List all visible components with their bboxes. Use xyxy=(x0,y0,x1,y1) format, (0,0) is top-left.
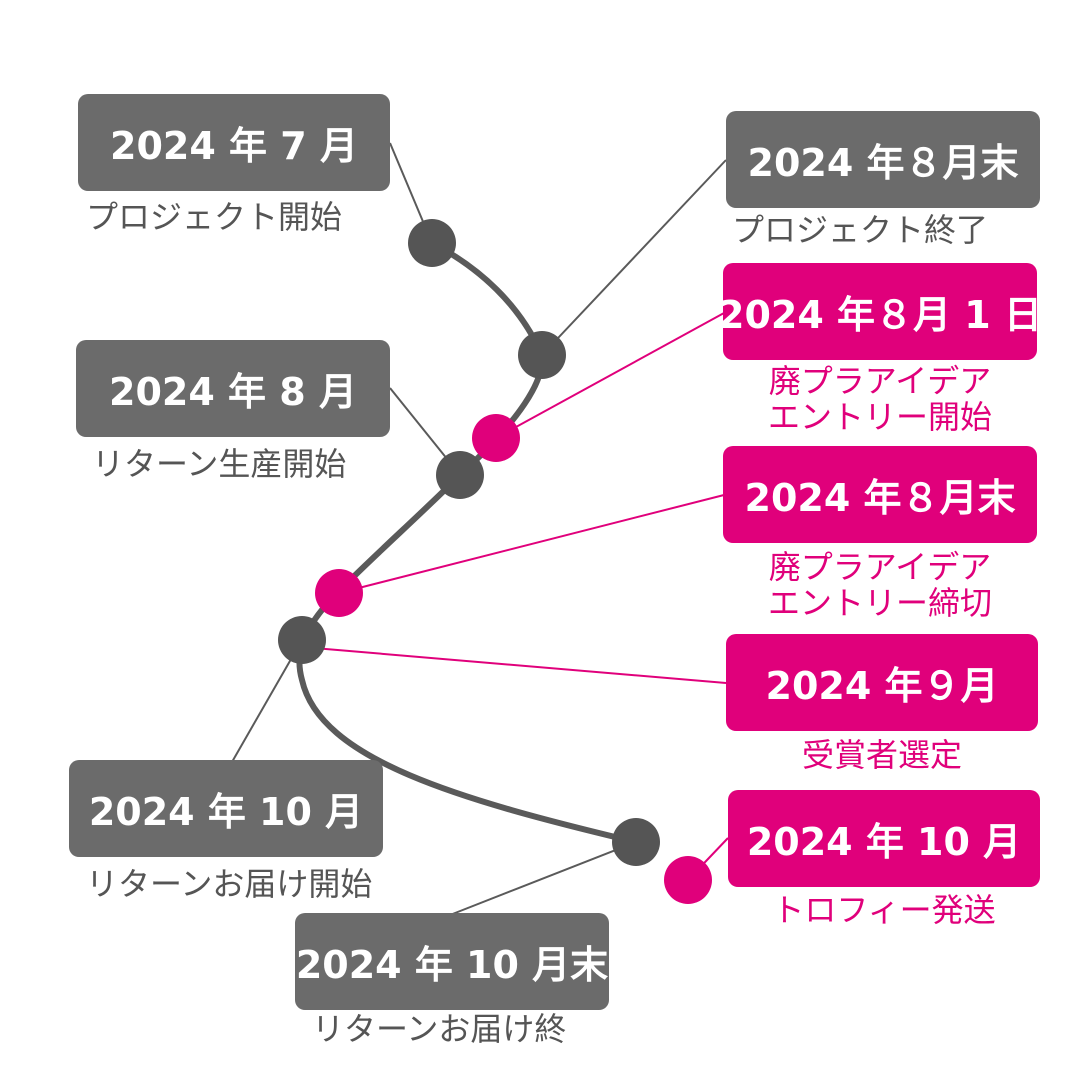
event-label-line: エントリー締切 xyxy=(767,583,992,622)
event-date-box: 2024 年 7 月 xyxy=(78,94,390,191)
event-label: リターンお届け開始 xyxy=(86,865,373,903)
event-date-box: 2024 年９月 xyxy=(726,634,1038,731)
milestone-dot xyxy=(436,451,484,499)
event-label: リターン生産開始 xyxy=(92,445,347,483)
event-label: 受賞者選定 xyxy=(726,736,1038,774)
event-label: プロジェクト開始 xyxy=(86,198,343,236)
connector-line xyxy=(338,494,725,594)
connector-line xyxy=(541,159,727,356)
milestone-dot xyxy=(472,414,520,462)
event-label: トロフィー発送 xyxy=(728,891,1040,929)
timeline-path xyxy=(296,240,639,845)
event-date-box: 2024 年 10 月 xyxy=(69,760,383,857)
event-label-line: 廃プラアイデア xyxy=(768,548,992,586)
milestone-dot xyxy=(612,818,660,866)
connector-line xyxy=(301,646,727,684)
event-label: 廃プラアイデア エントリー締切 xyxy=(723,548,1037,622)
event-label: リターンお届け終 xyxy=(312,1010,567,1048)
connector-line xyxy=(449,841,637,916)
event-date-box: 2024 年 10 月 xyxy=(728,790,1040,887)
event-date-box: 2024 年８月末 xyxy=(726,111,1040,208)
event-date-box: 2024 年８月末 xyxy=(723,446,1037,543)
milestone-dot xyxy=(408,219,456,267)
event-label-line: 廃プラアイデア xyxy=(768,362,992,400)
event-date-box: 2024 年８月 1 日 xyxy=(718,263,1042,360)
event-label-line: エントリー開始 xyxy=(767,397,992,436)
event-label: 廃プラアイデア エントリー開始 xyxy=(723,362,1037,436)
event-label-line: トロフィー発送 xyxy=(772,891,996,929)
event-date-box: 2024 年 10 月末 xyxy=(295,913,609,1010)
event-label: プロジェクト終了 xyxy=(732,211,989,249)
milestone-dot xyxy=(518,331,566,379)
event-date-box: 2024 年 8 月 xyxy=(76,340,390,437)
milestone-dot xyxy=(278,616,326,664)
event-label-line: 受賞者選定 xyxy=(801,736,962,774)
milestone-dot xyxy=(664,856,712,904)
connector-line xyxy=(495,312,725,439)
milestone-dot xyxy=(315,569,363,617)
